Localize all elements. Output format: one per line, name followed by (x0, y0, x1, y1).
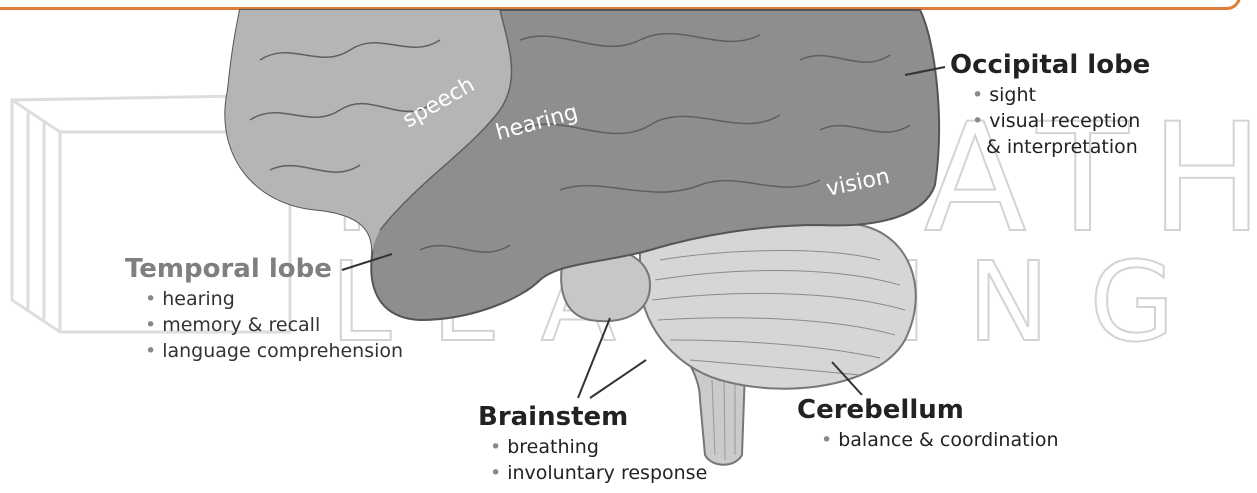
brainstem-label: Brainstem breathing involuntary response (478, 402, 707, 486)
occipital-item-sight: sight (972, 82, 1150, 108)
temporal-item-hearing: hearing (145, 286, 403, 312)
occipital-lobe-label: Occipital lobe sight visual reception & … (950, 50, 1150, 160)
brainstem-title: Brainstem (478, 402, 707, 432)
temporal-item-memory: memory & recall (145, 312, 403, 338)
occipital-lobe-title: Occipital lobe (950, 50, 1150, 80)
occipital-item-interpretation: & interpretation (972, 134, 1150, 160)
temporal-item-language: language comprehension (145, 338, 403, 364)
cerebellum-title: Cerebellum (797, 395, 1059, 425)
temporal-lobe-title: Temporal lobe (125, 254, 403, 284)
cerebellum-item-balance: balance & coordination (821, 427, 1059, 453)
cerebellum-label: Cerebellum balance & coordination (797, 395, 1059, 453)
occipital-item-visual-reception: visual reception (972, 108, 1150, 134)
brainstem-item-involuntary: involuntary response (490, 460, 707, 486)
temporal-lobe-label: Temporal lobe hearing memory & recall la… (125, 254, 403, 364)
brainstem-item-breathing: breathing (490, 434, 707, 460)
